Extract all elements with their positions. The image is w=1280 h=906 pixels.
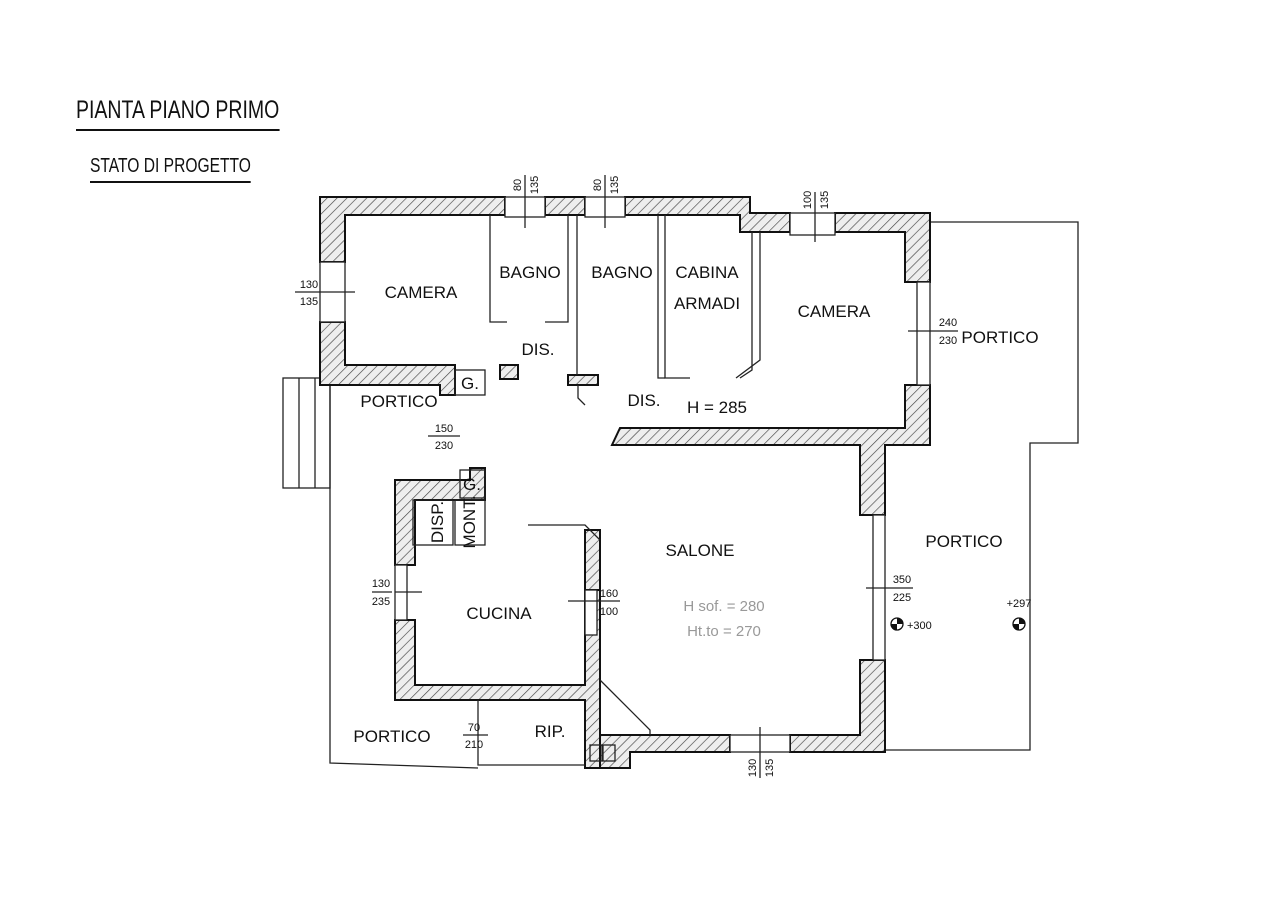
dim-top: 80 [592,179,604,191]
dim-top: 70 [468,722,480,734]
dim-top: 130 [372,578,390,590]
room-cucina: CUCINA [466,604,532,623]
ceiling-height: H sof. = 280 [683,598,764,615]
page-subtitle: STATO DI PROGETTO [90,155,251,183]
stairs [282,377,331,489]
dim-top: 150 [435,423,453,435]
room-labels: CAMERA BAGNO BAGNO CABINA ARMADI CAMERA … [353,263,1038,746]
partitions [412,215,761,766]
level-marker-icon [890,617,904,631]
dim-bottom: 135 [529,176,541,194]
room-cabina: CABINA [675,263,739,282]
height-note: H = 285 [687,398,747,417]
dim-bottom: 135 [609,176,621,194]
dim-bottom: 100 [600,606,618,618]
dim-bottom: 135 [300,296,318,308]
room-dis-2: DIS. [627,391,660,410]
dim-top: 160 [600,588,618,600]
level-salone: +300 [907,620,932,632]
room-portico-nw: PORTICO [360,392,437,411]
level-markers: +300 +297 [890,598,1032,632]
dim-bottom: 135 [819,191,831,209]
room-camera-right: CAMERA [798,302,871,321]
room-portico-sw: PORTICO [353,727,430,746]
dim-top: 130 [300,279,318,291]
dim-bottom: 210 [465,739,483,751]
dim-bottom: 230 [435,440,453,452]
room-mont: MONT. [460,496,479,549]
room-salone: SALONE [666,541,735,560]
room-bagno-2: BAGNO [591,263,652,282]
dim-top: 350 [893,574,911,586]
room-portico-e: PORTICO [925,532,1002,551]
total-height: Ht.to = 270 [687,623,761,640]
dim-top: 130 [747,759,759,777]
dim-top: 100 [802,191,814,209]
dim-top: 80 [512,179,524,191]
room-rip: RIP. [535,722,566,741]
dim-bottom: 230 [939,335,957,347]
room-g-1: G. [461,374,479,393]
level-portico: +297 [1007,598,1032,610]
room-g-2: G. [463,475,481,494]
level-marker-icon [1012,617,1026,631]
dim-bottom: 135 [764,759,776,777]
room-disp: DISP. [428,501,447,543]
room-portico-ne: PORTICO [961,328,1038,347]
portico-outlines [282,221,1079,769]
walls [319,196,931,769]
dimension-labels: 130 135 80 135 80 135 100 135 240 230 15… [295,175,958,778]
room-dis-1: DIS. [521,340,554,359]
dim-top: 240 [939,317,957,329]
room-armadi: ARMADI [674,294,740,313]
dim-bottom: 225 [893,592,911,604]
dim-bottom: 235 [372,596,390,608]
room-camera-left: CAMERA [385,283,458,302]
room-bagno-1: BAGNO [499,263,560,282]
page-title: PIANTA PIANO PRIMO [76,96,280,131]
